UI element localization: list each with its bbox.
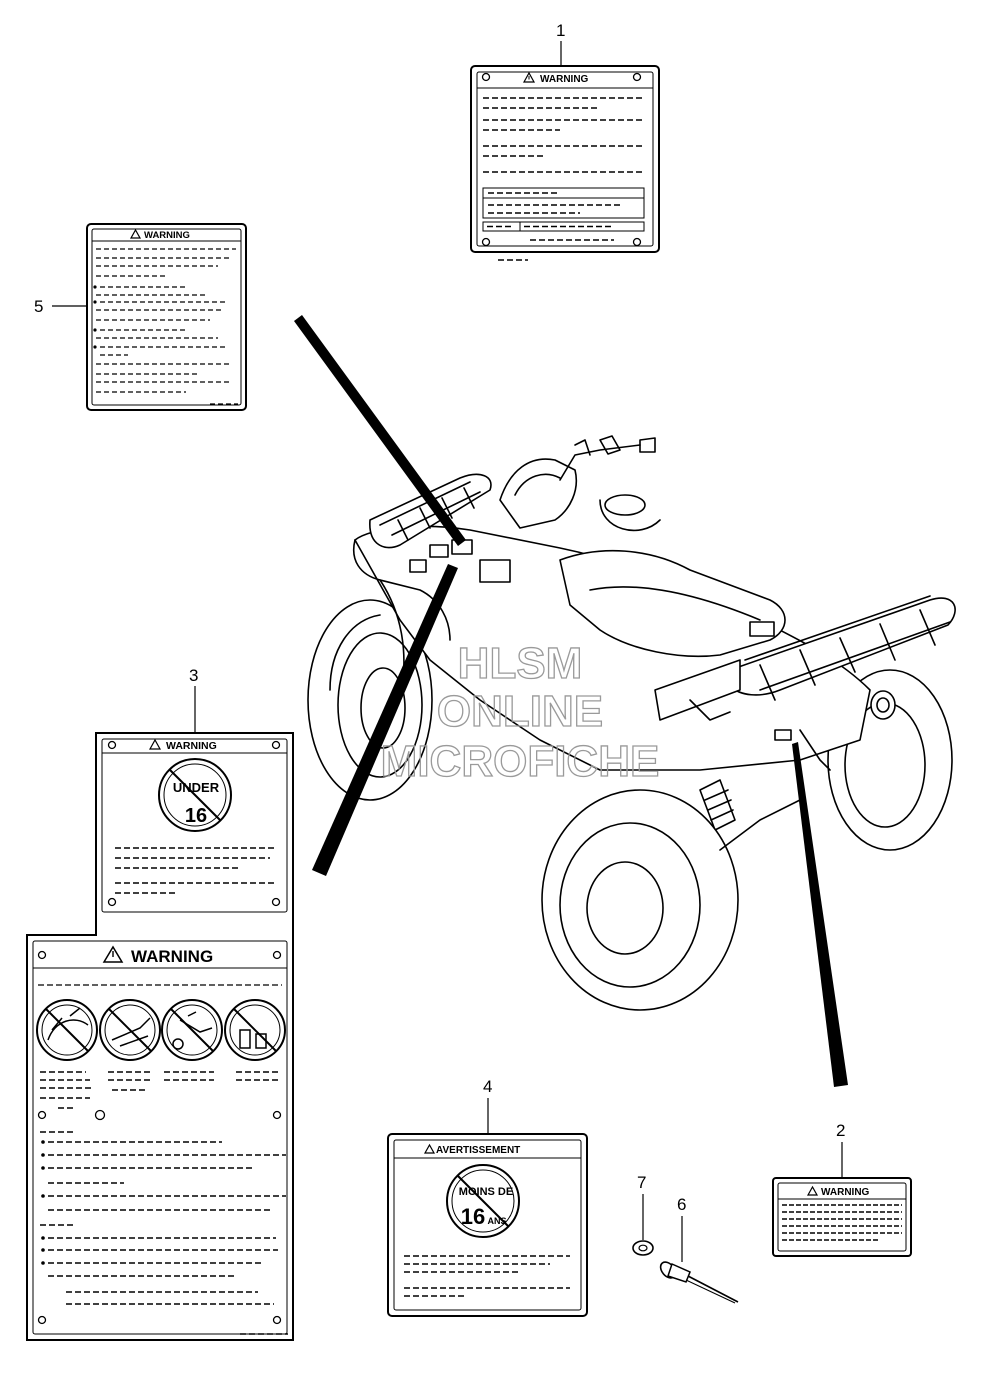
callout-3: 3 [189,666,198,685]
callout-7: 7 [637,1173,646,1192]
warning-label-4[interactable]: AVERTISSEMENT MOINS DE 16 ANS [387,1133,588,1317]
warning-label-3[interactable]: WARNING UNDER 16 WARNING [26,732,294,1341]
under-16-line-2: 16 [185,805,207,827]
callout-2: 2 [836,1121,845,1140]
warning-label-1[interactable]: WARNING [470,65,660,261]
no-riding-icon [99,999,161,1061]
watermark-line-2: ONLINE [437,687,603,736]
under-16-line-1: UNDER [173,780,220,795]
warning-label-5[interactable]: WARNING [86,223,247,411]
moins-line-1: MOINS DE [459,1186,513,1198]
label-3-large-heading: WARNING [131,947,213,966]
label-2-heading: WARNING [821,1187,870,1198]
no-under-16-french-icon: MOINS DE 16 ANS [446,1164,520,1238]
leader-lines [294,315,848,1087]
warning-label-2[interactable]: WARNING [772,1177,912,1257]
warning-triangle-icon [148,738,162,750]
watermark-line-3: MICROFICHE [381,737,660,786]
atv-illustration [307,435,956,1011]
no-passenger-icon [36,999,98,1061]
label-1-heading: WARNING [540,74,589,85]
label-5-heading: WARNING [144,230,190,241]
warning-triangle-icon [423,1143,436,1154]
washer-part[interactable] [632,1240,654,1256]
no-alcohol-icon [224,999,286,1061]
callout-5: 5 [34,297,43,316]
warning-triangle-icon [102,945,124,963]
watermark: HLSM ONLINE MICROFICHE [380,638,660,786]
watermark-line-1: HLSM [458,639,583,688]
label-4-heading: AVERTISSEMENT [436,1145,520,1156]
callout-1: 1 [556,21,565,40]
rivet-part[interactable] [658,1259,739,1304]
callout-6: 6 [677,1195,686,1214]
no-under-16-icon: UNDER 16 [158,758,232,832]
warning-triangle-icon [129,228,142,239]
moins-line-3: ANS [487,1216,506,1226]
warning-triangle-icon [522,71,536,83]
moins-line-2: 16 [461,1204,485,1229]
no-wheelie-icon [161,999,223,1061]
callout-4: 4 [483,1077,492,1096]
label-3-heading: WARNING [166,740,217,752]
warning-triangle-icon [806,1185,819,1196]
